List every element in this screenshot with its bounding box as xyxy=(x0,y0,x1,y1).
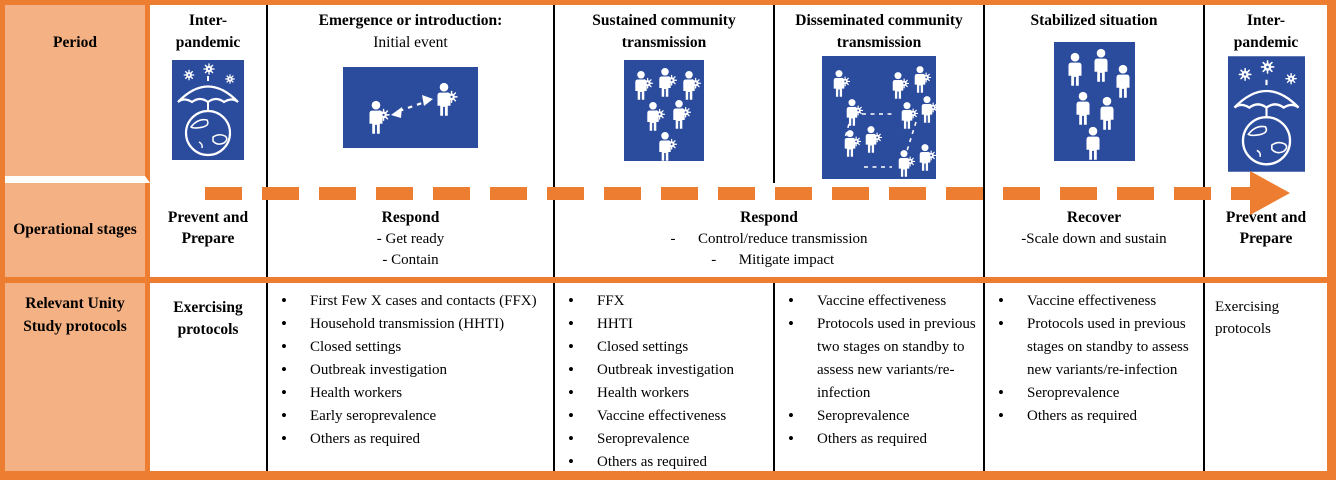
umbrella-globe-virus-icon xyxy=(1227,56,1305,172)
stage-lines: - Get ready - Contain xyxy=(268,229,553,272)
infected-clusters-network-icon xyxy=(822,56,936,179)
period-title: Stabilized situation xyxy=(1030,12,1158,29)
row-label-protocols-text: Relevant Unity Study protocols xyxy=(23,295,127,336)
protocol-list: Vaccine effectivenessProtocols used in p… xyxy=(985,289,1203,428)
protocol-list: Vaccine effectivenessProtocols used in p… xyxy=(775,289,983,451)
row-label-period: Period xyxy=(5,5,150,183)
infected-people-group-icon xyxy=(624,60,704,161)
protocol-item: Seroprevalence xyxy=(985,381,1203,405)
period-cell-interpandemic-end: Inter-pandemic xyxy=(1203,5,1327,183)
period-title: Disseminated community transmission xyxy=(795,12,963,51)
table-grid: Period Inter-pandemic Emergence or intro… xyxy=(5,5,1327,471)
exercising-protocols-text: Exercising protocols xyxy=(1215,299,1280,337)
row-divider xyxy=(5,277,1327,283)
protocol-item: Protocols used in previous two stages on… xyxy=(775,312,983,405)
period-cell-stabilized: Stabilized situation xyxy=(983,5,1203,183)
protocol-item: Protocols used in previous stages on sta… xyxy=(985,312,1203,382)
stage-line: - Mitigate impact xyxy=(703,252,835,269)
protocol-list: First Few X cases and contacts (FFX)Hous… xyxy=(268,289,553,451)
period-title: Sustained community transmission xyxy=(592,12,736,51)
stage-title: Recover xyxy=(1066,209,1122,226)
protocol-item: Others as required xyxy=(775,427,983,451)
protocol-list: FFXHHTIClosed settingsOutbreak investiga… xyxy=(555,289,773,471)
protocols-cell-disseminated: Vaccine effectivenessProtocols used in p… xyxy=(773,283,983,471)
stage-cell-prevent-prepare-start: Prevent and Prepare xyxy=(150,183,266,277)
protocol-item: Closed settings xyxy=(555,335,773,359)
protocol-item: Health workers xyxy=(268,381,553,405)
people-group-icon xyxy=(1053,42,1135,161)
row-label-protocols: Relevant Unity Study protocols xyxy=(5,283,150,471)
timeline-dashed-arrow xyxy=(205,187,1251,200)
protocol-item: Vaccine effectiveness xyxy=(985,289,1203,313)
protocol-item: Outbreak investigation xyxy=(555,358,773,382)
timeline-arrowhead-icon xyxy=(1250,171,1290,215)
protocol-item: Closed settings xyxy=(268,335,553,359)
protocols-cell-sustained: FFXHHTIClosed settingsOutbreak investiga… xyxy=(553,283,773,471)
protocols-cell-interpandemic-start: Exercising protocols xyxy=(150,283,266,471)
person-to-person-transmission-icon xyxy=(343,67,478,148)
row-label-operational-stages-text: Operational stages xyxy=(13,221,137,239)
protocol-item: Others as required xyxy=(555,450,773,471)
protocol-item: Others as required xyxy=(268,427,553,451)
stage-title: Prevent and Prepare xyxy=(167,209,249,247)
stage-title: Respond xyxy=(381,209,440,226)
protocol-item: Early seroprevalence xyxy=(268,404,553,428)
period-cell-emergence: Emergence or introduction: Initial event xyxy=(266,5,553,183)
stage-title: Respond xyxy=(740,209,798,226)
stage-cell-respond-early: Respond - Get ready - Contain xyxy=(266,183,553,277)
period-title: Inter-pandemic xyxy=(175,12,241,51)
protocols-cell-stabilized: Vaccine effectivenessProtocols used in p… xyxy=(983,283,1203,471)
row-label-operational-stages: Operational stages xyxy=(5,183,150,277)
stage-line: - Get ready xyxy=(376,230,445,247)
stage-line: - Control/reduce transmission xyxy=(670,230,868,247)
stage-lines: - Control/reduce transmission - Mitigate… xyxy=(555,229,983,272)
protocol-item: Outbreak investigation xyxy=(268,358,553,382)
protocol-item: First Few X cases and contacts (FFX) xyxy=(268,289,553,313)
period-cell-disseminated: Disseminated community transmission xyxy=(773,5,983,183)
umbrella-globe-virus-icon xyxy=(172,60,244,160)
period-subtitle: Initial event xyxy=(373,34,448,51)
protocol-item: FFX xyxy=(555,289,773,313)
stage-line: - Contain xyxy=(382,252,439,269)
protocol-item: Vaccine effectiveness xyxy=(775,289,983,313)
protocol-item: Seroprevalence xyxy=(555,427,773,451)
protocols-cell-emergence: First Few X cases and contacts (FFX)Hous… xyxy=(266,283,553,471)
protocol-item: Vaccine effectiveness xyxy=(555,404,773,428)
period-cell-interpandemic-start: Inter-pandemic xyxy=(150,5,266,183)
stage-lines: -Scale down and sustain xyxy=(985,229,1203,250)
protocol-item: Seroprevalence xyxy=(775,404,983,428)
row-label-period-text: Period xyxy=(53,34,97,51)
stage-cell-recover: Recover -Scale down and sustain xyxy=(983,183,1203,277)
protocol-item: Household transmission (HHTI) xyxy=(268,312,553,336)
period-cell-sustained: Sustained community transmission xyxy=(553,5,773,183)
protocol-item: Others as required xyxy=(985,404,1203,428)
period-title: Emergence or introduction: xyxy=(318,12,503,29)
period-title: Inter-pandemic xyxy=(1233,12,1299,51)
protocol-item: Health workers xyxy=(555,381,773,405)
exercising-protocols-text: Exercising protocols xyxy=(173,299,243,339)
stage-line: -Scale down and sustain xyxy=(1021,230,1167,247)
stage-cell-respond-main: Respond - Control/reduce transmission - … xyxy=(553,183,983,277)
protocol-item: HHTI xyxy=(555,312,773,336)
protocols-cell-interpandemic-end: Exercising protocols xyxy=(1203,283,1327,471)
